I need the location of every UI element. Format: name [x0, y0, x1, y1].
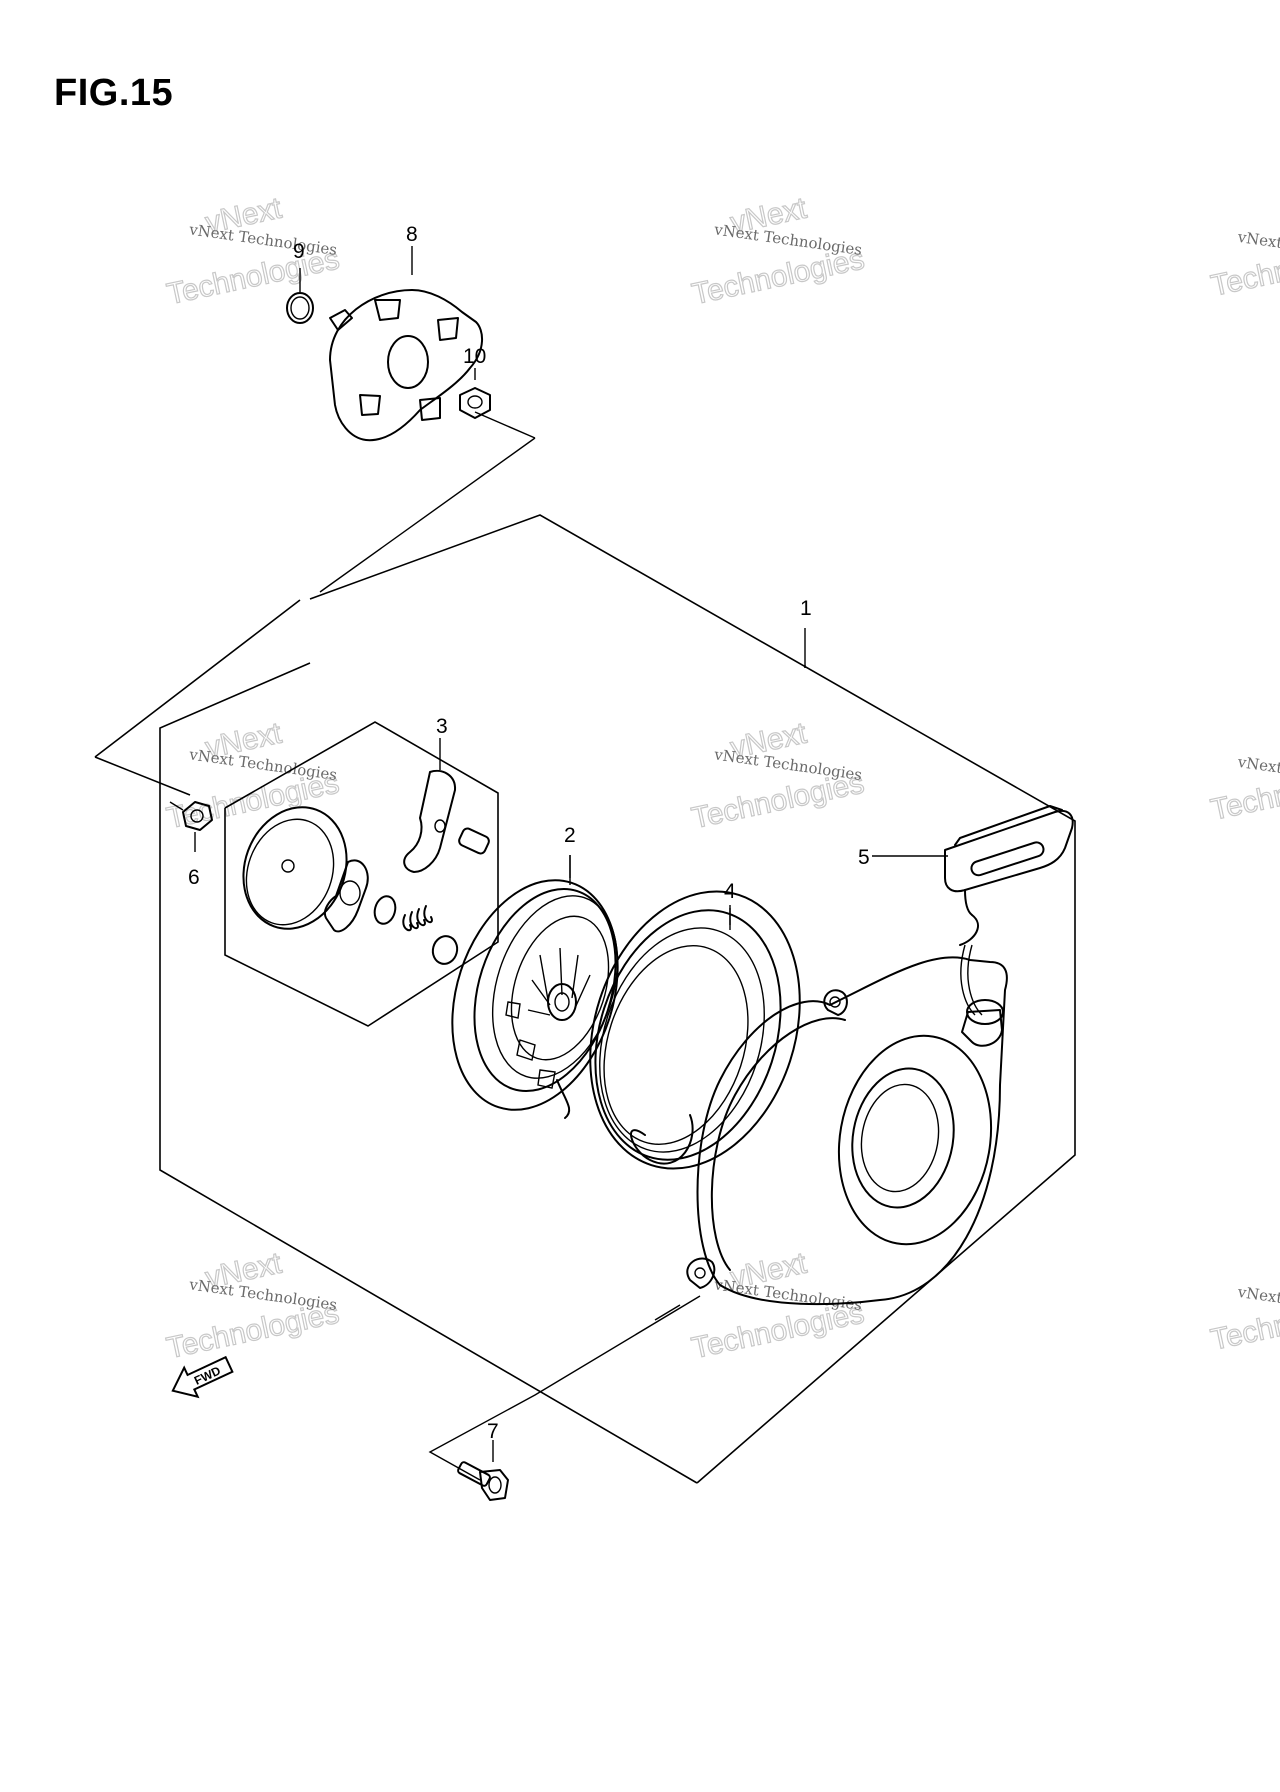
callout-7: 7	[487, 1420, 499, 1443]
callout-4: 4	[724, 880, 736, 903]
starter-pulley-part-8	[329, 289, 483, 442]
callout-numbers: 1 2 3 4 5 6 7 8 9 10	[188, 223, 870, 1443]
watermark: vNext Technologies vNext Technologies	[688, 191, 867, 312]
figure-title: FIG.15	[54, 72, 174, 114]
callout-5: 5	[858, 846, 870, 869]
watermark: vNext Technologies Technologies	[1207, 753, 1280, 828]
reel-part-2	[451, 855, 619, 1119]
bolt-part-7	[457, 1440, 509, 1501]
recoil-spring-part-4	[589, 890, 801, 1170]
callout-6: 6	[188, 866, 200, 889]
callout-3: 3	[436, 715, 448, 738]
watermark: vNext Technologies Technologies	[1208, 228, 1280, 304]
watermark: vNext Technologies vNext Technologies	[163, 191, 342, 312]
callout-1: 1	[800, 597, 812, 620]
watermark: vNext Technologies vNext Technologies	[163, 1246, 342, 1366]
o-ring-part-9	[286, 268, 314, 324]
callout-2: 2	[564, 824, 576, 847]
watermark: vNext Technologies Technologies	[1207, 1283, 1280, 1358]
watermark: vNext Technologies vNext Technologies	[688, 716, 867, 836]
bottom-leaders	[428, 1295, 701, 1481]
nut-part-10	[459, 368, 491, 419]
callout-leaders	[411, 246, 948, 925]
callout-9: 9	[293, 240, 305, 263]
assembly-box-outline	[94, 411, 1076, 1484]
callout-10: 10	[463, 345, 486, 368]
starter-case-part-1	[686, 665, 1008, 1306]
nut-part-6	[169, 801, 213, 852]
friction-plate-subassembly-part-3	[242, 770, 490, 965]
watermark: vNext Technologies vNext Technologies	[688, 1246, 867, 1366]
starter-handle-part-5	[944, 805, 1074, 1016]
callout-8: 8	[406, 223, 418, 246]
sub-assembly-box-3	[224, 721, 499, 1027]
